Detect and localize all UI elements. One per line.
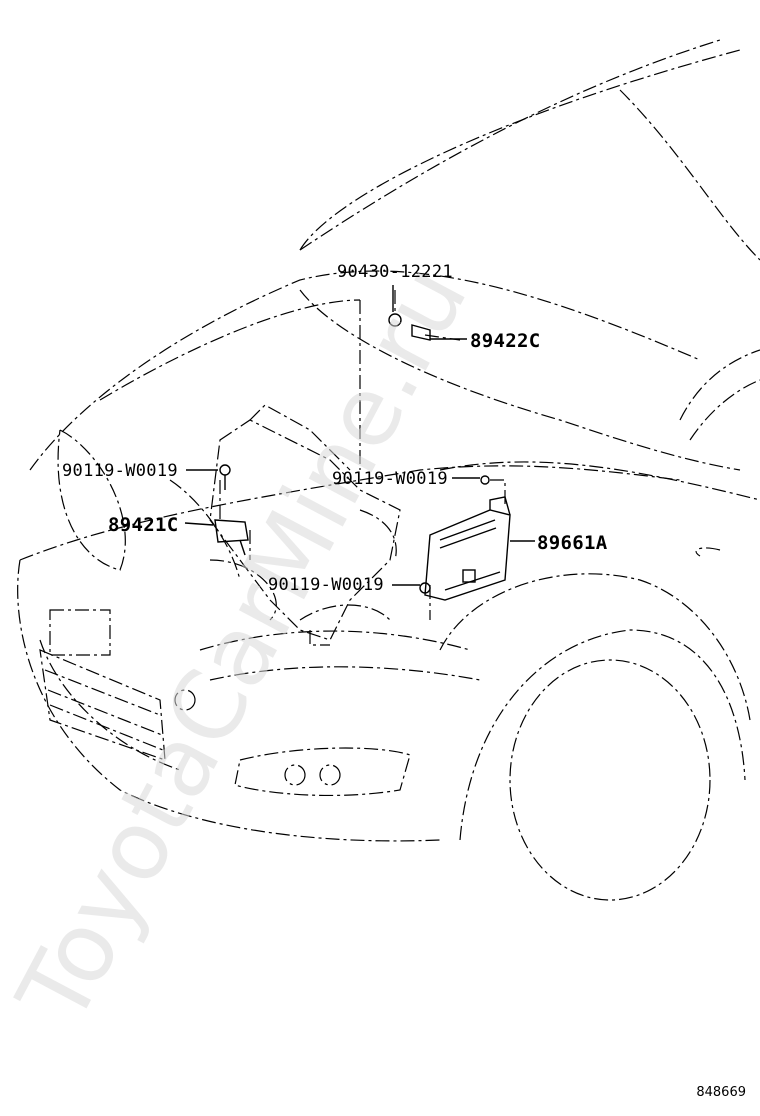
part-label-89661a: 89661A [537,532,608,554]
part-label-90119-w0019-lower: 90119-W0019 [268,575,384,595]
part-label-90119-w0019-center: 90119-W0019 [332,469,448,489]
figure-id: 848669 [696,1085,746,1100]
watermark-text: ToyotaCarMine.ru [0,248,489,1042]
part-label-90430-12221: 90430-12221 [337,262,453,282]
part-label-89421c: 89421C [108,514,179,536]
part-label-90119-w0019-left: 90119-W0019 [62,461,178,481]
part-label-89422c: 89422C [470,330,541,352]
